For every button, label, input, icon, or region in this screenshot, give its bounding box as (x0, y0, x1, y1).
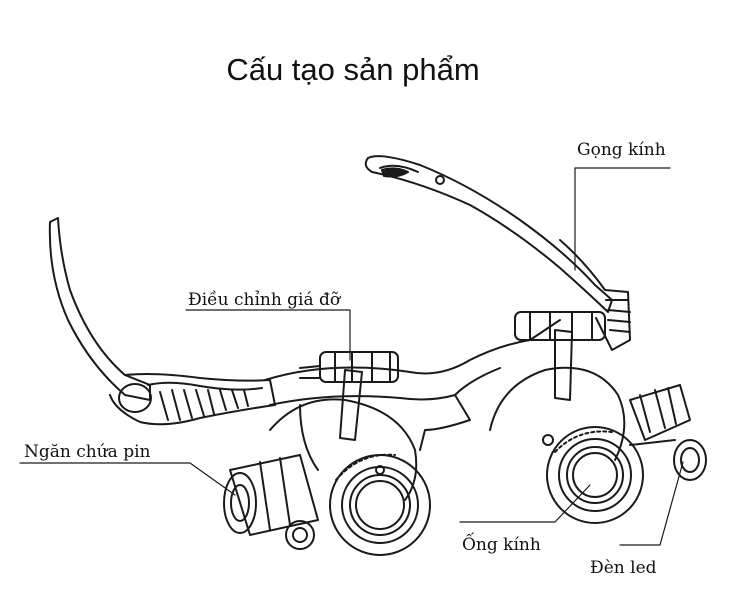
label-led: Đèn led (590, 558, 657, 578)
leader-lines (19, 167, 684, 546)
right-temple-arm (364, 155, 631, 351)
glasses-frame (264, 319, 561, 471)
led-light (629, 384, 707, 481)
adjustment-knob (299, 311, 606, 383)
left-temple-arm (48, 217, 276, 426)
diagram-title: Cấu tạo sản phẩm (226, 52, 480, 87)
label-lens-tube: Ống kính (462, 535, 541, 555)
right-loupe (489, 329, 644, 524)
label-temple: Gọng kính (577, 140, 666, 160)
left-loupe (269, 369, 431, 556)
label-adjust: Điều chỉnh giá đỡ (188, 290, 341, 310)
label-battery: Ngăn chứa pin (24, 442, 151, 462)
battery-compartment (223, 454, 319, 550)
